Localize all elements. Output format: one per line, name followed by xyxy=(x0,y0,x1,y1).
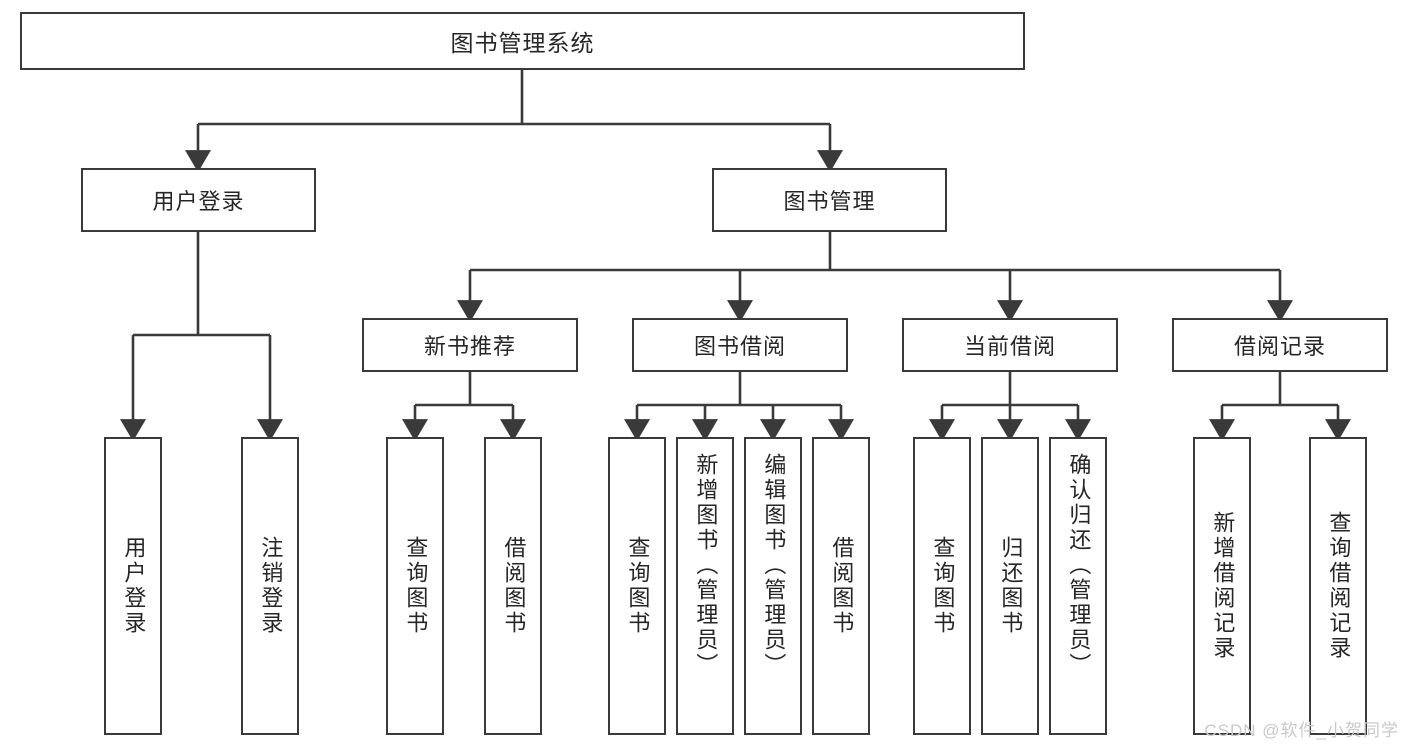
node-label: 图书借阅 xyxy=(693,334,786,359)
node-label: 编辑图书（管理员） xyxy=(761,453,787,678)
node-label: 查询图书 xyxy=(625,536,651,636)
node-leaf-query-book-2[interactable]: 查询图书 xyxy=(608,437,666,735)
node-label: 借阅记录 xyxy=(1233,334,1326,359)
node-leaf-confirm-return[interactable]: 确认归还（管理员） xyxy=(1049,437,1107,735)
node-label: 用户登录 xyxy=(121,536,147,636)
node-leaf-query-borrow-record[interactable]: 查询借阅记录 xyxy=(1309,437,1367,735)
node-borrow-record[interactable]: 借阅记录 xyxy=(1172,318,1388,372)
node-book-borrow[interactable]: 图书借阅 xyxy=(632,318,848,372)
node-leaf-return-book[interactable]: 归还图书 xyxy=(981,437,1039,735)
node-book-management-system[interactable]: 图书管理系统 xyxy=(20,12,1025,70)
node-label: 查询借阅记录 xyxy=(1326,511,1352,661)
node-label: 新书推荐 xyxy=(423,334,516,359)
node-leaf-add-book[interactable]: 新增图书（管理员） xyxy=(676,437,734,735)
node-leaf-edit-book[interactable]: 编辑图书（管理员） xyxy=(744,437,802,735)
node-label: 借阅图书 xyxy=(501,536,527,636)
node-label: 确认归还（管理员） xyxy=(1066,453,1092,678)
node-leaf-query-book-3[interactable]: 查询图书 xyxy=(913,437,971,735)
node-leaf-borrow-book-1[interactable]: 借阅图书 xyxy=(484,437,542,735)
node-label: 借阅图书 xyxy=(829,536,855,636)
node-label: 新增借阅记录 xyxy=(1210,511,1236,661)
node-label: 注销登录 xyxy=(258,536,284,636)
node-leaf-user-login[interactable]: 用户登录 xyxy=(104,437,162,735)
node-current-borrow[interactable]: 当前借阅 xyxy=(902,318,1118,372)
node-new-book-recommend[interactable]: 新书推荐 xyxy=(362,318,578,372)
node-leaf-borrow-book-2[interactable]: 借阅图书 xyxy=(812,437,870,735)
node-label: 当前借阅 xyxy=(963,334,1056,359)
node-label: 图书管理 xyxy=(783,189,876,214)
node-user-login[interactable]: 用户登录 xyxy=(81,168,316,232)
node-leaf-add-borrow-record[interactable]: 新增借阅记录 xyxy=(1193,437,1251,735)
node-label: 用户登录 xyxy=(152,189,245,214)
node-label: 归还图书 xyxy=(998,536,1024,636)
node-label: 新增图书（管理员） xyxy=(693,453,719,678)
node-leaf-logout-login[interactable]: 注销登录 xyxy=(241,437,299,735)
node-label: 查询图书 xyxy=(403,536,429,636)
node-label: 查询图书 xyxy=(930,536,956,636)
node-label: 图书管理系统 xyxy=(450,30,595,56)
node-leaf-query-book-1[interactable]: 查询图书 xyxy=(386,437,444,735)
node-book-management[interactable]: 图书管理 xyxy=(712,168,947,232)
